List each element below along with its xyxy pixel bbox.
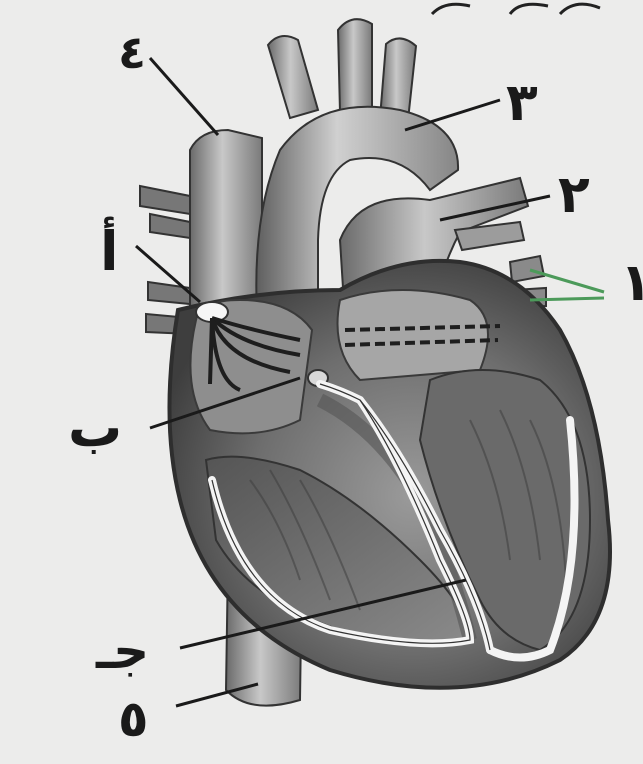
label-alif: أ xyxy=(100,216,119,283)
left-carotid-artery xyxy=(338,19,372,112)
left-atrium xyxy=(338,290,489,380)
label-1: ١ xyxy=(620,253,643,313)
label-4: ٤ xyxy=(118,25,146,79)
label-2: ٢ xyxy=(558,165,590,225)
label-3: ٣ xyxy=(506,73,538,133)
label-jeem: جـ xyxy=(95,622,149,680)
label-baa: ب xyxy=(68,396,122,459)
label-5: ٥ xyxy=(118,690,149,748)
